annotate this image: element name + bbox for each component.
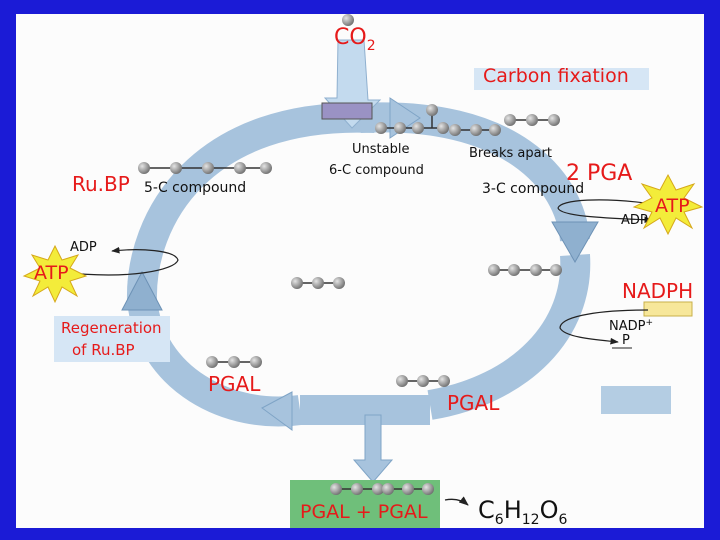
- cycle-ring: [121, 97, 599, 431]
- right-molecules: [291, 264, 562, 289]
- atp-adp-right-curve: [557, 199, 661, 224]
- nadph-box: [643, 301, 693, 317]
- carbon-fixation-label: Carbon fixation: [483, 65, 629, 87]
- breaks-apart-label: Breaks apart: [469, 146, 552, 161]
- adp-right-label: ADP: [621, 213, 648, 228]
- pgal-right-label: PGAL: [447, 391, 500, 415]
- two-pga-label: 2 PGA: [566, 161, 632, 186]
- output-arrow: [352, 414, 394, 483]
- pgal-left-label: PGAL: [208, 372, 261, 396]
- rubp-label: Ru.BP: [72, 172, 130, 196]
- nadph-label: NADPH: [622, 279, 693, 303]
- unstable-label: Unstable: [352, 142, 409, 157]
- co2-atom: [342, 14, 354, 26]
- enzyme-box: [321, 102, 373, 120]
- p-label: P: [622, 333, 630, 348]
- three-c-label: 3-C compound: [482, 181, 584, 197]
- pgal-sum-label: PGAL + PGAL: [300, 501, 428, 523]
- five-c-label: 5-C compound: [144, 180, 246, 196]
- glucose-formula: C6H12O6: [478, 496, 567, 528]
- glucose-arrow: [444, 496, 469, 506]
- atp-left-label: ATP: [34, 262, 69, 284]
- pgal-right-molecule: [396, 375, 450, 387]
- pgal-sum-molecules: [330, 483, 434, 495]
- nadph-curve: [559, 309, 649, 345]
- atp-right-star: [632, 173, 704, 236]
- pgal-left-molecule: [206, 356, 262, 368]
- regeneration-label-1: Regeneration: [61, 319, 162, 337]
- pga-molecules: [449, 114, 560, 136]
- carbon-fixation-box: [474, 68, 649, 90]
- co2-label: CO2: [334, 25, 376, 54]
- rubp-molecule: [138, 162, 272, 174]
- atp-right-label: ATP: [655, 195, 690, 217]
- blank-box: [601, 386, 671, 414]
- ring-arrowhead-right: [551, 221, 599, 264]
- ring-arrowhead-left: [121, 270, 163, 311]
- six-c-label: 6-C compound: [329, 163, 424, 178]
- regeneration-label-2: of Ru.BP: [72, 341, 135, 359]
- unstable-molecule: [375, 104, 449, 134]
- atp-left-star: [22, 244, 88, 304]
- regeneration-box: [54, 316, 170, 362]
- adp-left-label: ADP: [70, 240, 97, 255]
- ring-arrowhead-bottom-left: [261, 391, 293, 431]
- nadp-label: NADP+: [609, 318, 653, 334]
- atp-adp-left-curve: [59, 246, 179, 276]
- pgal-sum-box: [290, 480, 440, 528]
